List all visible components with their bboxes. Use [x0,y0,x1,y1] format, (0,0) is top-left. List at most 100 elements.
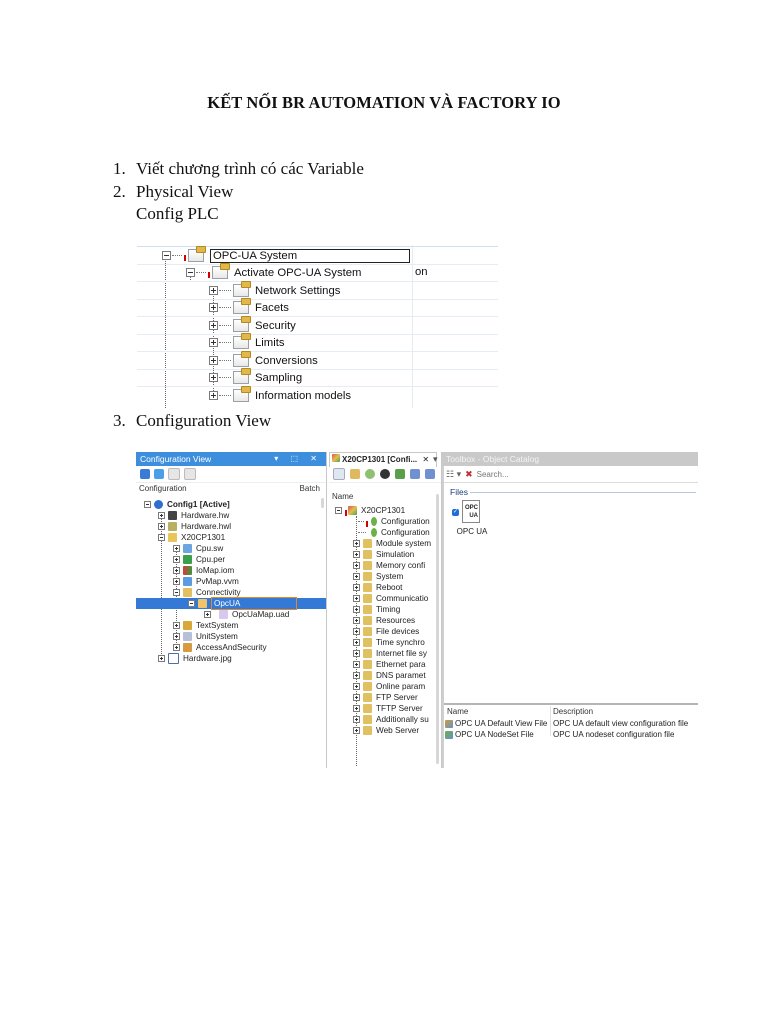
sort-up-icon[interactable] [425,469,435,479]
column-divider[interactable] [550,706,551,736]
tree-row-conversions[interactable]: Conversions [137,351,498,371]
config-tree-item[interactable]: Hardware.hwl [158,521,231,532]
device-tree-item[interactable]: Memory confi [353,560,425,571]
expand-icon[interactable] [353,584,360,591]
config-tree-item[interactable]: UnitSystem [173,631,238,642]
expand-icon[interactable] [173,545,180,552]
device-tree-item[interactable]: Additionally su [353,714,429,725]
expand-icon[interactable] [209,373,218,382]
expand-icon[interactable] [173,578,180,585]
properties-icon[interactable] [168,468,180,480]
device-tree-item[interactable]: Resources [353,615,415,626]
expand-icon[interactable] [353,716,360,723]
add-configuration-icon[interactable] [140,469,150,479]
expand-icon[interactable] [353,661,360,668]
config-tree-item[interactable]: Cpu.per [173,554,225,565]
device-tree-item[interactable]: Web Server [353,725,419,736]
expand-icon[interactable] [353,606,360,613]
expand-icon[interactable] [209,356,218,365]
device-tree-item[interactable]: Communicatio [353,593,428,604]
collapse-icon[interactable] [173,589,180,596]
panel-window-controls[interactable]: ▾ ⬚ ✕ [274,454,322,463]
tree-row-facets[interactable]: Facets [137,298,498,318]
expand-icon[interactable] [353,672,360,679]
device-tree-item[interactable]: Timing [353,604,400,615]
tree-row-opc-ua-system[interactable]: OPC-UA System [137,246,498,266]
device-tree-item[interactable]: Reboot [353,582,402,593]
view-mode-icon[interactable]: ☷ ▾ [446,468,462,479]
module-icon[interactable] [365,469,375,479]
device-tree-item[interactable]: DNS paramet [353,670,426,681]
toolbox-titlebar[interactable]: Toolbox - Object Catalog [442,452,698,466]
expand-icon[interactable] [353,595,360,602]
expand-icon[interactable] [209,321,218,330]
sort-down-icon[interactable] [410,469,420,479]
connect-icon[interactable] [395,469,405,479]
device-tree-item[interactable]: Configuration [357,527,430,538]
tab-close-icon[interactable]: ✕ [422,455,430,464]
device-tree-item[interactable]: X20CP1301 [335,505,405,516]
expand-icon[interactable] [353,639,360,646]
tree-row-sampling[interactable]: Sampling [137,368,498,388]
expand-icon[interactable] [173,633,180,640]
config-tree-item[interactable]: AccessAndSecurity [173,642,267,653]
expand-icon[interactable] [353,705,360,712]
collapse-icon[interactable] [188,600,195,607]
config-tree-item[interactable]: Hardware.jpg [158,653,232,664]
expand-icon[interactable] [158,655,165,662]
activate-configuration-icon[interactable] [154,469,164,479]
config-tree-item[interactable]: Config1 [Active] [144,499,230,510]
config-tree-item[interactable]: X20CP1301 [158,532,225,543]
expand-icon[interactable] [173,644,180,651]
tree-row-information-models[interactable]: Information models [137,386,498,404]
splitter[interactable] [442,703,698,705]
build-icon[interactable] [184,468,196,480]
panel-titlebar[interactable]: Configuration View ▾ ⬚ ✕ [136,452,326,466]
expand-icon[interactable] [173,567,180,574]
device-tree-item[interactable]: Configuration [357,516,430,527]
config-tree-item[interactable]: Cpu.sw [173,543,223,554]
expand-icon[interactable] [353,628,360,635]
device-tree-item[interactable]: Ethernet para [353,659,426,670]
column-header-description[interactable]: Description [553,707,594,716]
tab-x20cp1301[interactable]: X20CP1301 [Confi... ✕ [329,452,437,467]
tree-row-network-settings[interactable]: Network Settings [137,281,498,301]
expand-icon[interactable] [353,650,360,657]
expand-icon[interactable] [209,391,218,400]
expand-icon[interactable] [353,694,360,701]
collapse-icon[interactable] [186,268,195,277]
expand-icon[interactable] [209,286,218,295]
collapse-icon[interactable] [158,534,165,541]
expand-icon[interactable] [353,540,360,547]
search-input[interactable] [476,469,657,479]
collapse-icon[interactable] [335,507,342,514]
expand-icon[interactable] [353,727,360,734]
column-header-name[interactable]: Name [332,492,354,501]
device-tree-item[interactable]: TFTP Server [353,703,423,714]
device-tree-item[interactable]: Internet file sy [353,648,427,659]
tree-value[interactable]: on [415,266,428,278]
expand-icon[interactable] [204,611,211,618]
view-toggle-icon[interactable] [333,468,345,480]
device-tree-item[interactable]: Simulation [353,549,414,560]
tree-row-security[interactable]: Security [137,316,498,336]
tree-row-limits[interactable]: Limits [137,333,498,353]
expand-icon[interactable] [353,683,360,690]
config-tree-item[interactable]: PvMap.vvm [173,576,239,587]
device-tree-item[interactable]: System [353,571,403,582]
expand-icon[interactable] [173,622,180,629]
device-tree-item[interactable]: Time synchro [353,637,425,648]
expand-icon[interactable] [353,573,360,580]
column-header-batch[interactable]: Batch [299,484,320,493]
device-tree-item[interactable]: Module system [353,538,431,549]
config-tree-item[interactable]: Hardware.hw [158,510,229,521]
scrollbar[interactable] [321,498,324,508]
expand-icon[interactable] [353,562,360,569]
expand-icon[interactable] [158,512,165,519]
tree-row-activate-opc-ua[interactable]: Activate OPC-UA System on [137,263,498,283]
checkbox-checked-icon[interactable]: ✓ [452,509,459,516]
expand-icon[interactable] [173,556,180,563]
expand-icon[interactable] [353,617,360,624]
config-tree-item[interactable]: Connectivity [173,587,241,598]
expand-icon[interactable] [209,303,218,312]
